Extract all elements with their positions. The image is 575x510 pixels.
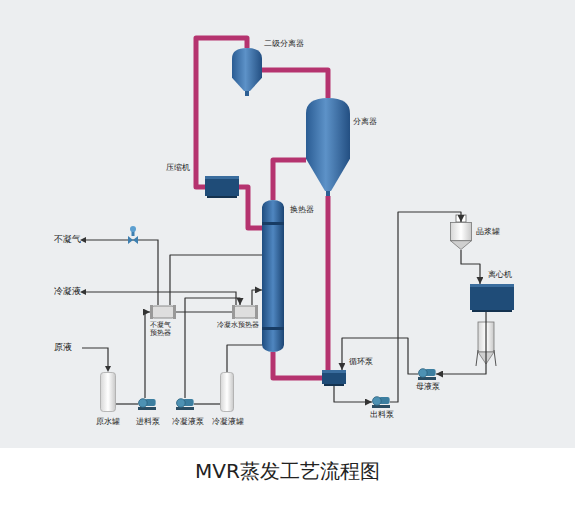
process-line	[334, 386, 372, 402]
equipment-shape	[176, 398, 194, 410]
equipment-node: 离心机	[470, 284, 514, 312]
equipment-shape	[450, 222, 472, 250]
background-panel	[0, 0, 575, 448]
equipment-node: 不凝气预热器	[150, 305, 176, 319]
equipment-node: 冷凝水预热器	[232, 305, 258, 319]
equipment-node: 冷凝液罐	[220, 372, 234, 412]
equipment-label: 离心机	[488, 271, 512, 280]
equipment-label: 冷凝液泵	[172, 418, 204, 426]
equipment-label: 不凝气预热器	[150, 322, 172, 337]
equipment-label: 分离器	[353, 118, 377, 127]
stream-label: 原液	[54, 343, 72, 352]
equipment-shape	[418, 368, 436, 380]
equipment-shape	[470, 284, 514, 312]
steam-pipe	[239, 187, 262, 228]
process-line	[194, 403, 220, 404]
equipment-shape	[220, 372, 234, 412]
equipment-node: 原水罐	[100, 372, 116, 412]
arrowhead	[105, 366, 111, 372]
process-line	[145, 312, 150, 398]
equipment-node: 压缩机	[205, 176, 239, 198]
valve-symbol	[128, 226, 138, 244]
process-line	[252, 290, 262, 305]
outlet-lines	[82, 240, 236, 366]
equipment-node: 母液泵	[418, 368, 436, 380]
equipment-shape	[372, 396, 390, 408]
feed-inlet-line	[82, 348, 108, 366]
steam-pipe	[273, 160, 306, 200]
stream-label: 冷凝液	[54, 287, 81, 296]
equipment-shape	[232, 48, 262, 96]
equipment-shape	[150, 305, 176, 319]
equipment-label: 进料泵	[136, 418, 160, 426]
vent-line	[86, 240, 158, 305]
process-line	[436, 312, 486, 374]
process-line	[227, 345, 262, 372]
steam-pipe	[273, 352, 322, 378]
equipment-node: 二级分离器	[232, 48, 262, 96]
process-line	[170, 255, 262, 305]
equipment-label: 二级分离器	[264, 40, 304, 49]
equipment-label: 换热器	[290, 206, 314, 215]
equipment-label: 出料泵	[370, 411, 394, 420]
equipment-label: 冷凝液罐	[212, 418, 244, 426]
equipment-node: 冷凝液泵	[176, 398, 194, 410]
equipment-shape	[205, 176, 239, 198]
equipment-label: 原水罐	[96, 418, 120, 426]
equipment-node: 进料泵	[138, 398, 156, 410]
equipment-shape	[232, 305, 258, 319]
stream-label: 不凝气	[54, 235, 81, 244]
process-line	[461, 250, 480, 284]
caption: MVR蒸发工艺流程图	[0, 458, 575, 485]
equipment-shape	[306, 98, 350, 196]
equipment-label: 压缩机	[166, 164, 190, 173]
equipment-label: 循环泵	[349, 358, 373, 367]
equipment-node: 换热器	[262, 200, 284, 352]
equipment-node: 分离器	[306, 98, 350, 196]
process-line	[342, 338, 418, 374]
equipment-label: 冷凝水预热器	[217, 322, 259, 330]
process-line	[116, 403, 138, 404]
equipment-shape	[138, 398, 156, 410]
equipment-node: 循环泵	[322, 370, 346, 386]
equipment-shape	[262, 200, 284, 352]
equipment-shape	[100, 372, 116, 412]
equipment-node: 出料泵	[372, 396, 390, 408]
equipment-label: 母液泵	[416, 383, 440, 392]
steam-pipe	[326, 196, 331, 370]
equipment-shape	[322, 370, 346, 386]
equipment-label: 晶浆罐	[476, 228, 500, 237]
steam-pipe	[262, 70, 328, 98]
equipment-node: 晶浆罐	[450, 222, 472, 250]
